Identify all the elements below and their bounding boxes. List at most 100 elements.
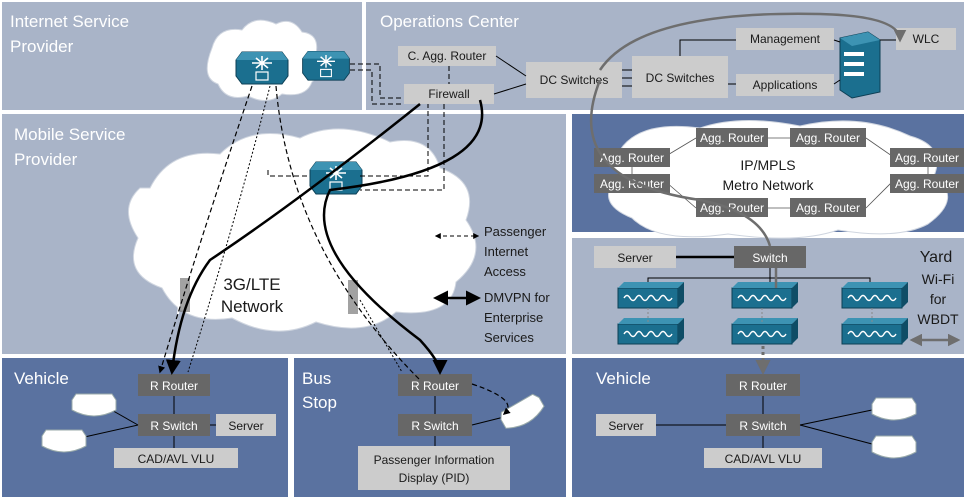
legend-passenger-3: Access [484,264,526,279]
vl-server [216,414,276,436]
network-label-line1: 3G/LTE [223,275,280,294]
vl-router-label: R Router [150,379,198,393]
vehicle-left-title: Vehicle [14,369,69,388]
vr-camera-2-icon [871,435,917,459]
vr-links [656,396,873,448]
legend: Passenger Internet Access DMVPN for Ente… [433,224,550,345]
vl-switch-label: R Switch [150,419,197,433]
dc-switches-b [632,56,728,98]
yard-switch-label: Switch [752,251,787,265]
vr-switch [726,414,800,436]
isp-router-icon [235,51,289,85]
yard-ap-5-icon [841,281,909,309]
yard-wifi-line3: WBDT [917,311,959,327]
tower-left-mast [180,278,190,312]
msp-title-line2: Provider [14,150,78,169]
core-agg-router [398,46,496,66]
yard-switch-box [734,246,806,268]
legend-dmvpn-1: DMVPN for [484,290,550,305]
bs-router [398,374,472,396]
vr-router-label: R Router [739,379,787,393]
agg-router-bottom-right [790,198,866,217]
vl-camera-2-icon [41,429,87,453]
mpls-label-line1: IP/MPLS [740,157,795,173]
radio-link-busstop [359,299,403,373]
passenger-flow-busstop-cam [471,383,511,415]
vr-server-label: Server [608,419,643,433]
agg-router-top-left [696,128,768,147]
dmvpn-flow-vehicle [165,103,421,375]
agg-router-label: Agg. Router [796,131,860,145]
yard-server-label: Server [617,251,652,265]
dc-switches-a-label: DC Switches [540,73,609,87]
passenger-flow-vehicle [158,85,253,374]
busstop-title-line2: Stop [302,393,337,412]
yard-server-box [594,246,676,268]
server-icon [839,31,881,99]
vr-vlu-label: CAD/AVL VLU [725,452,802,466]
bs-switch-label: R Switch [411,419,458,433]
yard-ap-1-icon [617,281,685,309]
legend-passenger-1: Passenger [484,224,547,239]
firewall-box [404,84,494,104]
ops-links [493,39,896,95]
legend-dmvpn-2: Enterprise [484,310,543,325]
vr-router [726,374,800,396]
passenger-flow-busstop [275,85,421,381]
mpls-label-line2: Metro Network [722,177,814,193]
yard-title: Yard [920,249,953,266]
firewall-label: Firewall [428,87,469,101]
bs-switch [398,414,472,436]
yard-wifi-line2: for [930,291,947,307]
agg-router-label: Agg. Router [796,201,860,215]
agg-router-top-right [790,128,866,147]
isp-to-mobile-dashed [267,170,310,177]
vr-switch-label: R Switch [739,419,786,433]
agg-router-right-lower [890,174,964,193]
traffic-flows [158,12,907,415]
dc-switches-a [526,62,622,98]
vr-vlu [704,448,822,468]
core-agg-router-label: C. Agg. Router [408,49,487,63]
isp-title-line2: Provider [10,37,74,56]
msp-title-line1: Mobile Service [14,125,126,144]
yard-ap-6-icon [841,317,909,345]
vl-camera-1-icon [71,393,117,417]
vr-server [596,414,656,436]
wlc-control-path [598,12,907,71]
yard-ap-3-icon [731,281,799,309]
busstop-title-line1: Bus [302,369,331,388]
agg-router-right-upper [890,148,964,167]
tower-right-mast [348,280,358,314]
applications-label: Applications [753,78,818,92]
vl-vlu-label: CAD/AVL VLU [138,452,215,466]
agg-router-label: Agg. Router [700,131,764,145]
ops-title: Operations Center [380,12,519,31]
yard-wifi-line1: Wi-Fi [922,271,955,287]
wlc-label: WLC [913,32,940,46]
agg-router-left-upper [594,148,670,167]
bs-router-label: R Router [411,379,459,393]
isp-edge-router-icon [301,50,351,81]
agg-router-label: Agg. Router [600,151,664,165]
firewall-to-mobile-dashed [360,104,445,191]
applications-box [736,74,834,96]
yard-ap-2-icon [617,317,685,345]
agg-router-label: Agg. Router [895,177,959,191]
vl-switch [138,414,210,436]
vl-vlu [114,448,238,468]
isp-title-line1: Internet Service [10,12,129,31]
vehicle-right-title: Vehicle [596,369,651,388]
bs-pid-line1: Passenger Information [374,453,495,467]
mobile-to-firewall-dashed [360,104,429,177]
agg-router-label: Agg. Router [895,151,959,165]
radio-link-vehicle [187,85,271,373]
vl-router [138,374,210,396]
yard-ap-stack-links [647,308,873,324]
vl-server-label: Server [228,419,263,433]
legend-dmvpn-3: Services [484,330,534,345]
bs-pid [358,446,510,490]
dc-to-yard-path [589,79,772,247]
yard-ap-4-icon [731,317,799,345]
